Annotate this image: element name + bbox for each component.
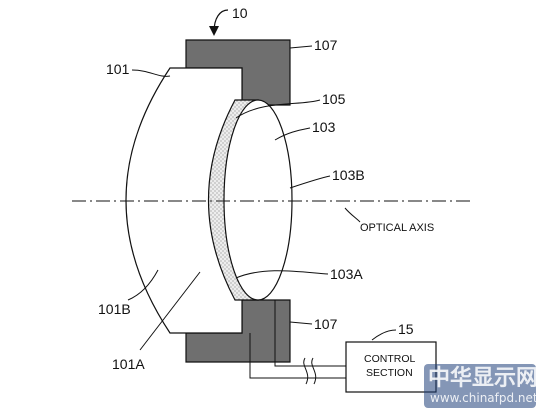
label-control-15: 15 [398, 321, 414, 337]
leader-103B [289, 175, 331, 189]
label-surface-101A: 101A [112, 356, 145, 372]
leader-103A [235, 270, 329, 279]
watermark: 中华显示网 www.chinafpd.net [424, 364, 538, 408]
wire-break [303, 357, 317, 385]
device-10-arrowhead [209, 26, 219, 36]
label-mount-107-top: 107 [314, 37, 338, 53]
leader-101B [127, 269, 159, 301]
label-film-105: 105 [322, 91, 346, 107]
label-optical-axis: OPTICAL AXIS [360, 222, 434, 234]
leader-101A [139, 271, 201, 351]
leader-103 [274, 127, 311, 141]
lens-103 [223, 99, 293, 301]
control-section-line2: SECTION [366, 367, 413, 379]
leader-101 [131, 69, 171, 77]
watermark-background [424, 364, 536, 408]
watermark-text: 中华显示网 [428, 365, 538, 391]
label-lens-101: 101 [106, 61, 130, 77]
leader-107-bottom [289, 321, 313, 325]
control-section-line1: CONTROL [364, 353, 415, 365]
leader-15 [371, 329, 397, 341]
leader-105 [235, 99, 321, 119]
label-surface-101B: 101B [98, 301, 131, 317]
leader-107-top [289, 45, 313, 49]
wire-upper [274, 300, 346, 367]
optical-axis-leader [344, 207, 361, 223]
label-device-10: 10 [232, 5, 248, 21]
label-surface-103B: 103B [332, 167, 365, 183]
wire-lower [249, 333, 346, 379]
label-lens-103: 103 [312, 119, 336, 135]
label-mount-107-bottom: 107 [314, 316, 338, 332]
watermark-url: www.chinafpd.net [430, 391, 538, 405]
label-surface-103A: 103A [330, 266, 363, 282]
